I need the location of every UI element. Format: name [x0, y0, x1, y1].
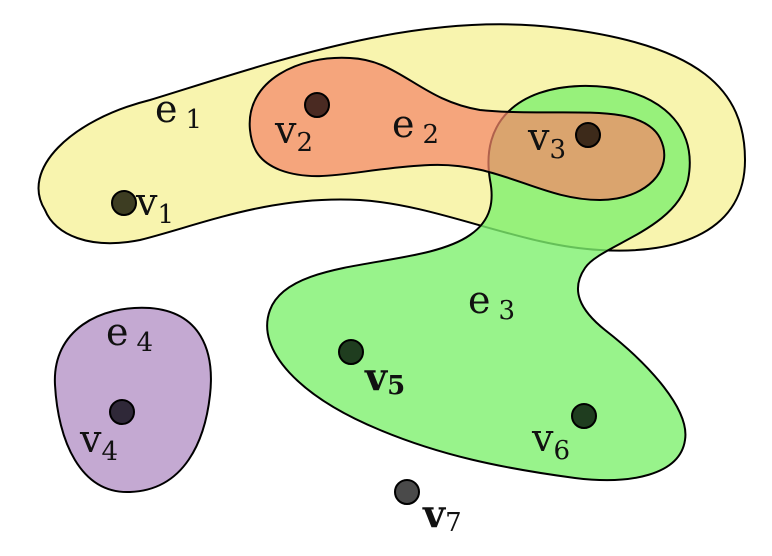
vertex-v1-label: v1 — [135, 180, 174, 230]
vertex-v2-label: v2 — [274, 108, 313, 158]
vertex-v3-label: v3 — [527, 115, 566, 165]
vertex-v7-label: v7 — [422, 491, 462, 538]
vertex-v4-label: v4 — [79, 417, 118, 467]
vertex-v4-dot — [109, 399, 135, 425]
vertex-v5-dot — [338, 339, 364, 365]
vertex-v6-label: v6 — [531, 416, 570, 466]
vertex-v5-label: v5 — [364, 354, 405, 401]
vertex-v1-dot — [111, 190, 137, 216]
vertex-v3-dot — [575, 122, 601, 148]
vertex-v2-dot — [304, 92, 330, 118]
vertex-v6-dot — [571, 403, 597, 429]
hyperedge-e4-region — [53, 306, 212, 494]
vertex-v7-dot — [394, 479, 420, 505]
hyperedge-e2-region — [248, 56, 666, 202]
